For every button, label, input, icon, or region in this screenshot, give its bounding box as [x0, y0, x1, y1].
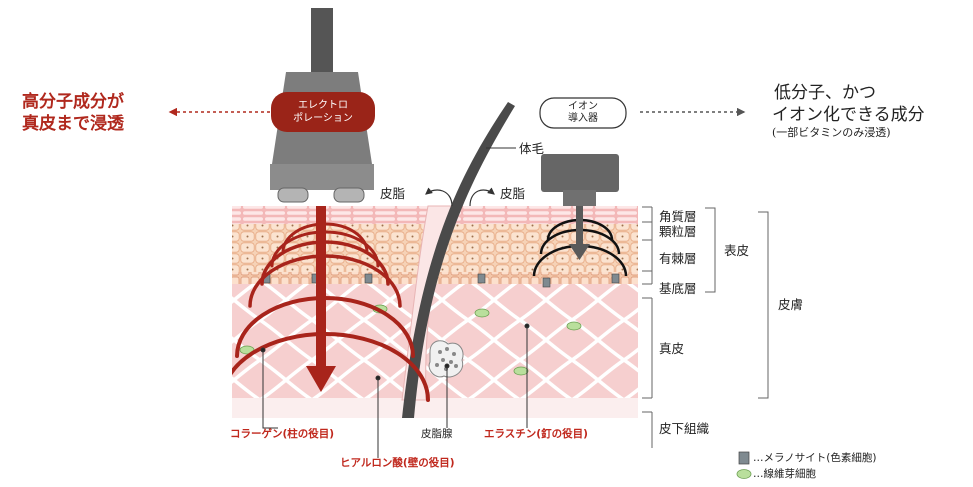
ion-device-label-line2: 導入器 — [568, 113, 598, 124]
gray-penetration-arrow — [569, 206, 590, 260]
sebum-label-right: 皮脂 — [500, 186, 526, 201]
hyaluronic-label: ヒアルロン酸(壁の役目) — [340, 457, 455, 469]
hair-shaft — [402, 102, 515, 418]
legend-fibroblast: …線維芽細胞 — [753, 468, 816, 480]
electroporation-device — [270, 8, 375, 203]
subcutaneous-layer — [232, 396, 638, 418]
layer-stratum-corneum: 角質層 — [659, 209, 697, 224]
layer-dermis: 真皮 — [659, 341, 685, 356]
elastin-label: エラスチン(釘の役目) — [484, 428, 588, 440]
electroporation-label-line1: エレクトロ — [298, 100, 348, 111]
melanocyte-swatch — [738, 451, 750, 465]
left-caption-line1: 高分子成分が — [22, 92, 124, 112]
sebaceous-gland — [428, 340, 464, 378]
layer-spinous: 有棘層 — [659, 251, 697, 266]
collagen-label: コラーゲン(柱の役目) — [230, 428, 335, 440]
left-caption-line2: 真皮まで浸透 — [22, 114, 124, 134]
layer-brackets — [642, 206, 769, 448]
ion-device-label-line1: イオン — [568, 101, 598, 112]
right-caption-line1: 低分子、かつ — [774, 83, 876, 103]
sebaceous-label: 皮脂腺 — [421, 428, 453, 440]
ion-device-label: イオン 導入器 — [540, 101, 626, 125]
left-caption: 高分子成分が 真皮まで浸透 — [22, 91, 124, 135]
electroporation-label: エレクトロ ポレーション — [271, 99, 375, 125]
layer-epidermis: 表皮 — [724, 243, 750, 258]
hair-label: 体毛 — [519, 141, 545, 156]
layer-basal: 基底層 — [659, 281, 697, 296]
layer-subcutaneous: 皮下組織 — [659, 421, 710, 436]
fibroblast-swatch — [736, 469, 752, 479]
sebum-label-left: 皮脂 — [380, 186, 406, 201]
sebum-arrow-right — [469, 187, 495, 207]
layer-granular: 顆粒層 — [659, 224, 697, 239]
electroporation-label-line2: ポレーション — [293, 113, 353, 124]
layer-skin: 皮膚 — [778, 297, 804, 312]
right-caption: 低分子、かつ イオン化できる成分 — [772, 82, 925, 126]
annotation-leaders — [260, 323, 530, 458]
legend-melanocyte: …メラノサイト(色素細胞) — [753, 452, 877, 464]
ion-device — [539, 97, 627, 206]
right-caption-line2: イオン化できる成分 — [772, 105, 925, 125]
red-penetration-arrow — [306, 206, 336, 392]
right-caption-note: (一部ビタミンのみ浸透) — [772, 126, 891, 139]
sebum-arrow-left — [425, 187, 453, 207]
